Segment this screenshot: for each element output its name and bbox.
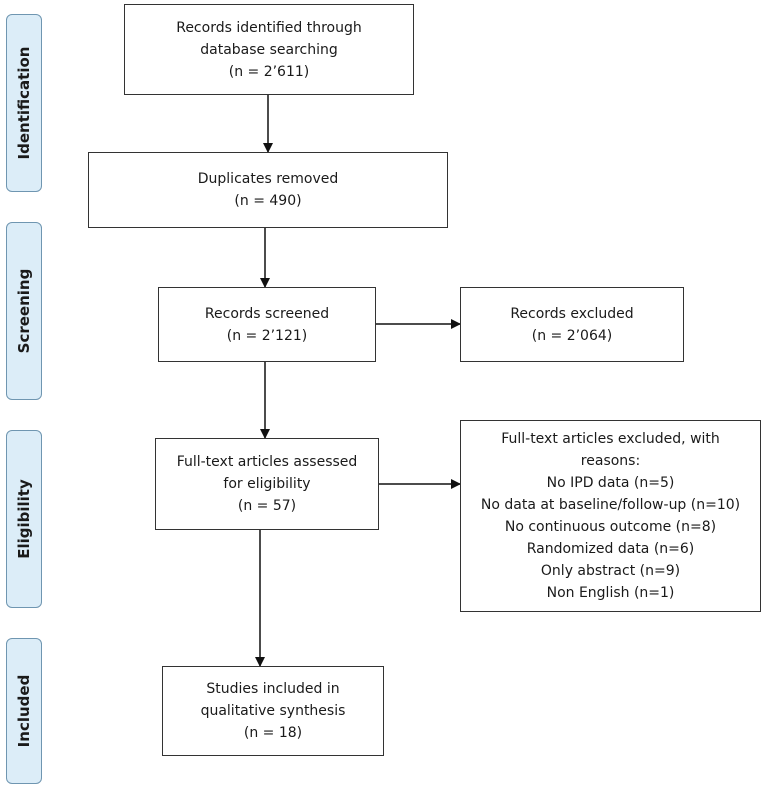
studies-included-box: Studies included in qualitative synthesi… <box>162 666 384 756</box>
stage-eligibility: Eligibility <box>6 430 42 608</box>
studies-included-line1: Studies included in <box>206 681 340 697</box>
records-screened-count: (n = 2’121) <box>226 327 308 344</box>
records-excluded-box: Records excluded (n = 2’064) <box>460 287 684 362</box>
records-identified-box: Records identified through database sear… <box>124 4 414 95</box>
fulltext-assessed-line2: for eligibility <box>223 476 311 492</box>
fulltext-assessed-box: Full-text articles assessed for eligibil… <box>155 438 379 530</box>
records-identified-line1: Records identified through <box>176 19 362 36</box>
exclusion-reason: Non English (n=1) <box>546 585 675 601</box>
duplicates-removed-count: (n = 490) <box>234 193 302 209</box>
fulltext-assessed-count: (n = 57) <box>237 498 297 514</box>
exclusion-reason: No data at baseline/follow-up (n=10) <box>480 497 741 513</box>
stage-included: Included <box>6 638 42 784</box>
records-excluded-count: (n = 2’064) <box>531 327 613 344</box>
records-identified-count: (n = 2’611) <box>228 63 310 80</box>
exclusion-reason: Randomized data (n=6) <box>526 541 695 557</box>
fulltext-excluded-line2: reasons: <box>580 453 641 469</box>
studies-included-line2: qualitative synthesis <box>200 703 346 719</box>
records-screened-label: Records screened <box>204 305 330 322</box>
records-identified-line2: database searching <box>200 41 338 58</box>
stage-identification: Identification <box>6 14 42 192</box>
fulltext-assessed-line1: Full-text articles assessed <box>176 454 358 470</box>
fulltext-excluded-box: Full-text articles excluded, with reason… <box>460 420 761 612</box>
duplicates-removed-box: Duplicates removed (n = 490) <box>88 152 448 228</box>
studies-included-count: (n = 18) <box>243 725 303 741</box>
stage-screening: Screening <box>6 222 42 400</box>
exclusion-reason: Only abstract (n=9) <box>540 563 681 579</box>
records-excluded-label: Records excluded <box>510 305 634 322</box>
fulltext-excluded-line1: Full-text articles excluded, with <box>501 431 720 447</box>
exclusion-reason: No IPD data (n=5) <box>546 475 675 491</box>
records-screened-box: Records screened (n = 2’121) <box>158 287 376 362</box>
exclusion-reason: No continuous outcome (n=8) <box>504 519 717 535</box>
duplicates-removed-label: Duplicates removed <box>197 171 339 187</box>
